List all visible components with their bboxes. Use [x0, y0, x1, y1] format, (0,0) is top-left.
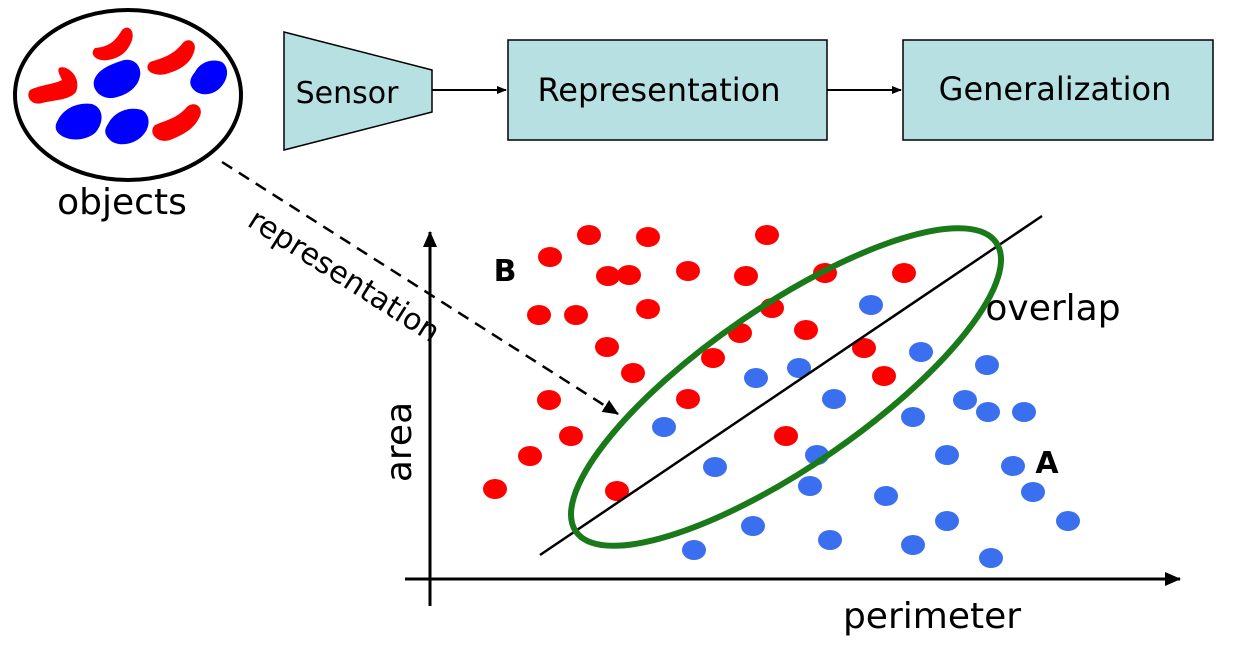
red-data-point [483, 479, 507, 499]
blue-data-point [935, 511, 959, 531]
red-data-point [892, 263, 916, 283]
overlap-label: overlap [985, 288, 1120, 329]
decision-boundary-line [539, 214, 1043, 557]
blue-data-point [787, 358, 811, 378]
class-b-label: B [494, 254, 517, 289]
red-data-point [596, 266, 620, 286]
red-data-point [617, 265, 641, 285]
y-axis-label: area [379, 402, 420, 482]
blue-data-point [1056, 511, 1080, 531]
red-data-point [701, 348, 725, 368]
blue-data-point [703, 457, 727, 477]
objects-group [13, 8, 243, 182]
blue-data-point [953, 390, 977, 410]
red-data-point [564, 305, 588, 325]
objects-label: objects [57, 182, 187, 223]
representation-dashed-arrow [221, 160, 619, 416]
red-data-point [734, 266, 758, 286]
blue-data-point [901, 407, 925, 427]
class-a-label: A [1035, 446, 1059, 481]
points-layer [483, 225, 1080, 568]
sensor-shape [283, 31, 433, 151]
blue-data-point [652, 417, 676, 437]
blue-object-shape [55, 103, 102, 140]
blue-data-point [744, 368, 768, 388]
blue-data-point [874, 486, 898, 506]
red-data-point [595, 337, 619, 357]
blue-object-shape [93, 59, 141, 99]
red-data-point [577, 225, 601, 245]
blue-data-point [975, 355, 999, 375]
blue-data-point [979, 548, 1003, 568]
blue-data-point [1001, 456, 1025, 476]
blue-data-point [935, 445, 959, 465]
red-data-point [605, 481, 629, 501]
blue-data-point [859, 295, 883, 315]
red-data-point [518, 446, 542, 466]
x-axis-label: perimeter [843, 596, 1021, 637]
sensor-label: Sensor [296, 76, 399, 111]
blue-data-point [1021, 482, 1045, 502]
red-data-point [676, 389, 700, 409]
red-data-point [636, 227, 660, 247]
blue-data-point [822, 389, 846, 409]
blue-data-point [976, 402, 1000, 422]
red-data-point [872, 366, 896, 386]
representation-arrow-label: representation [242, 202, 446, 350]
red-data-point [621, 363, 645, 383]
red-data-point [852, 338, 876, 358]
blue-data-point [818, 530, 842, 550]
red-object-shape [147, 40, 195, 75]
blue-object-shape [190, 60, 228, 95]
blue-data-point [741, 516, 765, 536]
red-data-point [774, 426, 798, 446]
overlap-ellipse [568, 225, 1004, 549]
red-data-point [527, 305, 551, 325]
red-data-point [537, 390, 561, 410]
blue-data-point [901, 535, 925, 555]
blue-data-point [682, 540, 706, 560]
red-data-point [794, 320, 818, 340]
red-object-shape [152, 104, 201, 141]
generalization-box [902, 39, 1214, 141]
generalization-label: Generalization [939, 70, 1172, 108]
red-data-point [676, 261, 700, 281]
red-data-point [636, 299, 660, 319]
blue-data-point [1012, 402, 1036, 422]
blue-object-shape [105, 108, 149, 145]
red-data-point [755, 225, 779, 245]
representation-label: Representation [537, 71, 780, 109]
red-object-shape [92, 27, 133, 61]
red-data-point [559, 426, 583, 446]
red-object-shape [28, 67, 78, 104]
red-data-point [538, 247, 562, 267]
blue-data-point [909, 342, 933, 362]
blue-data-point [798, 476, 822, 496]
